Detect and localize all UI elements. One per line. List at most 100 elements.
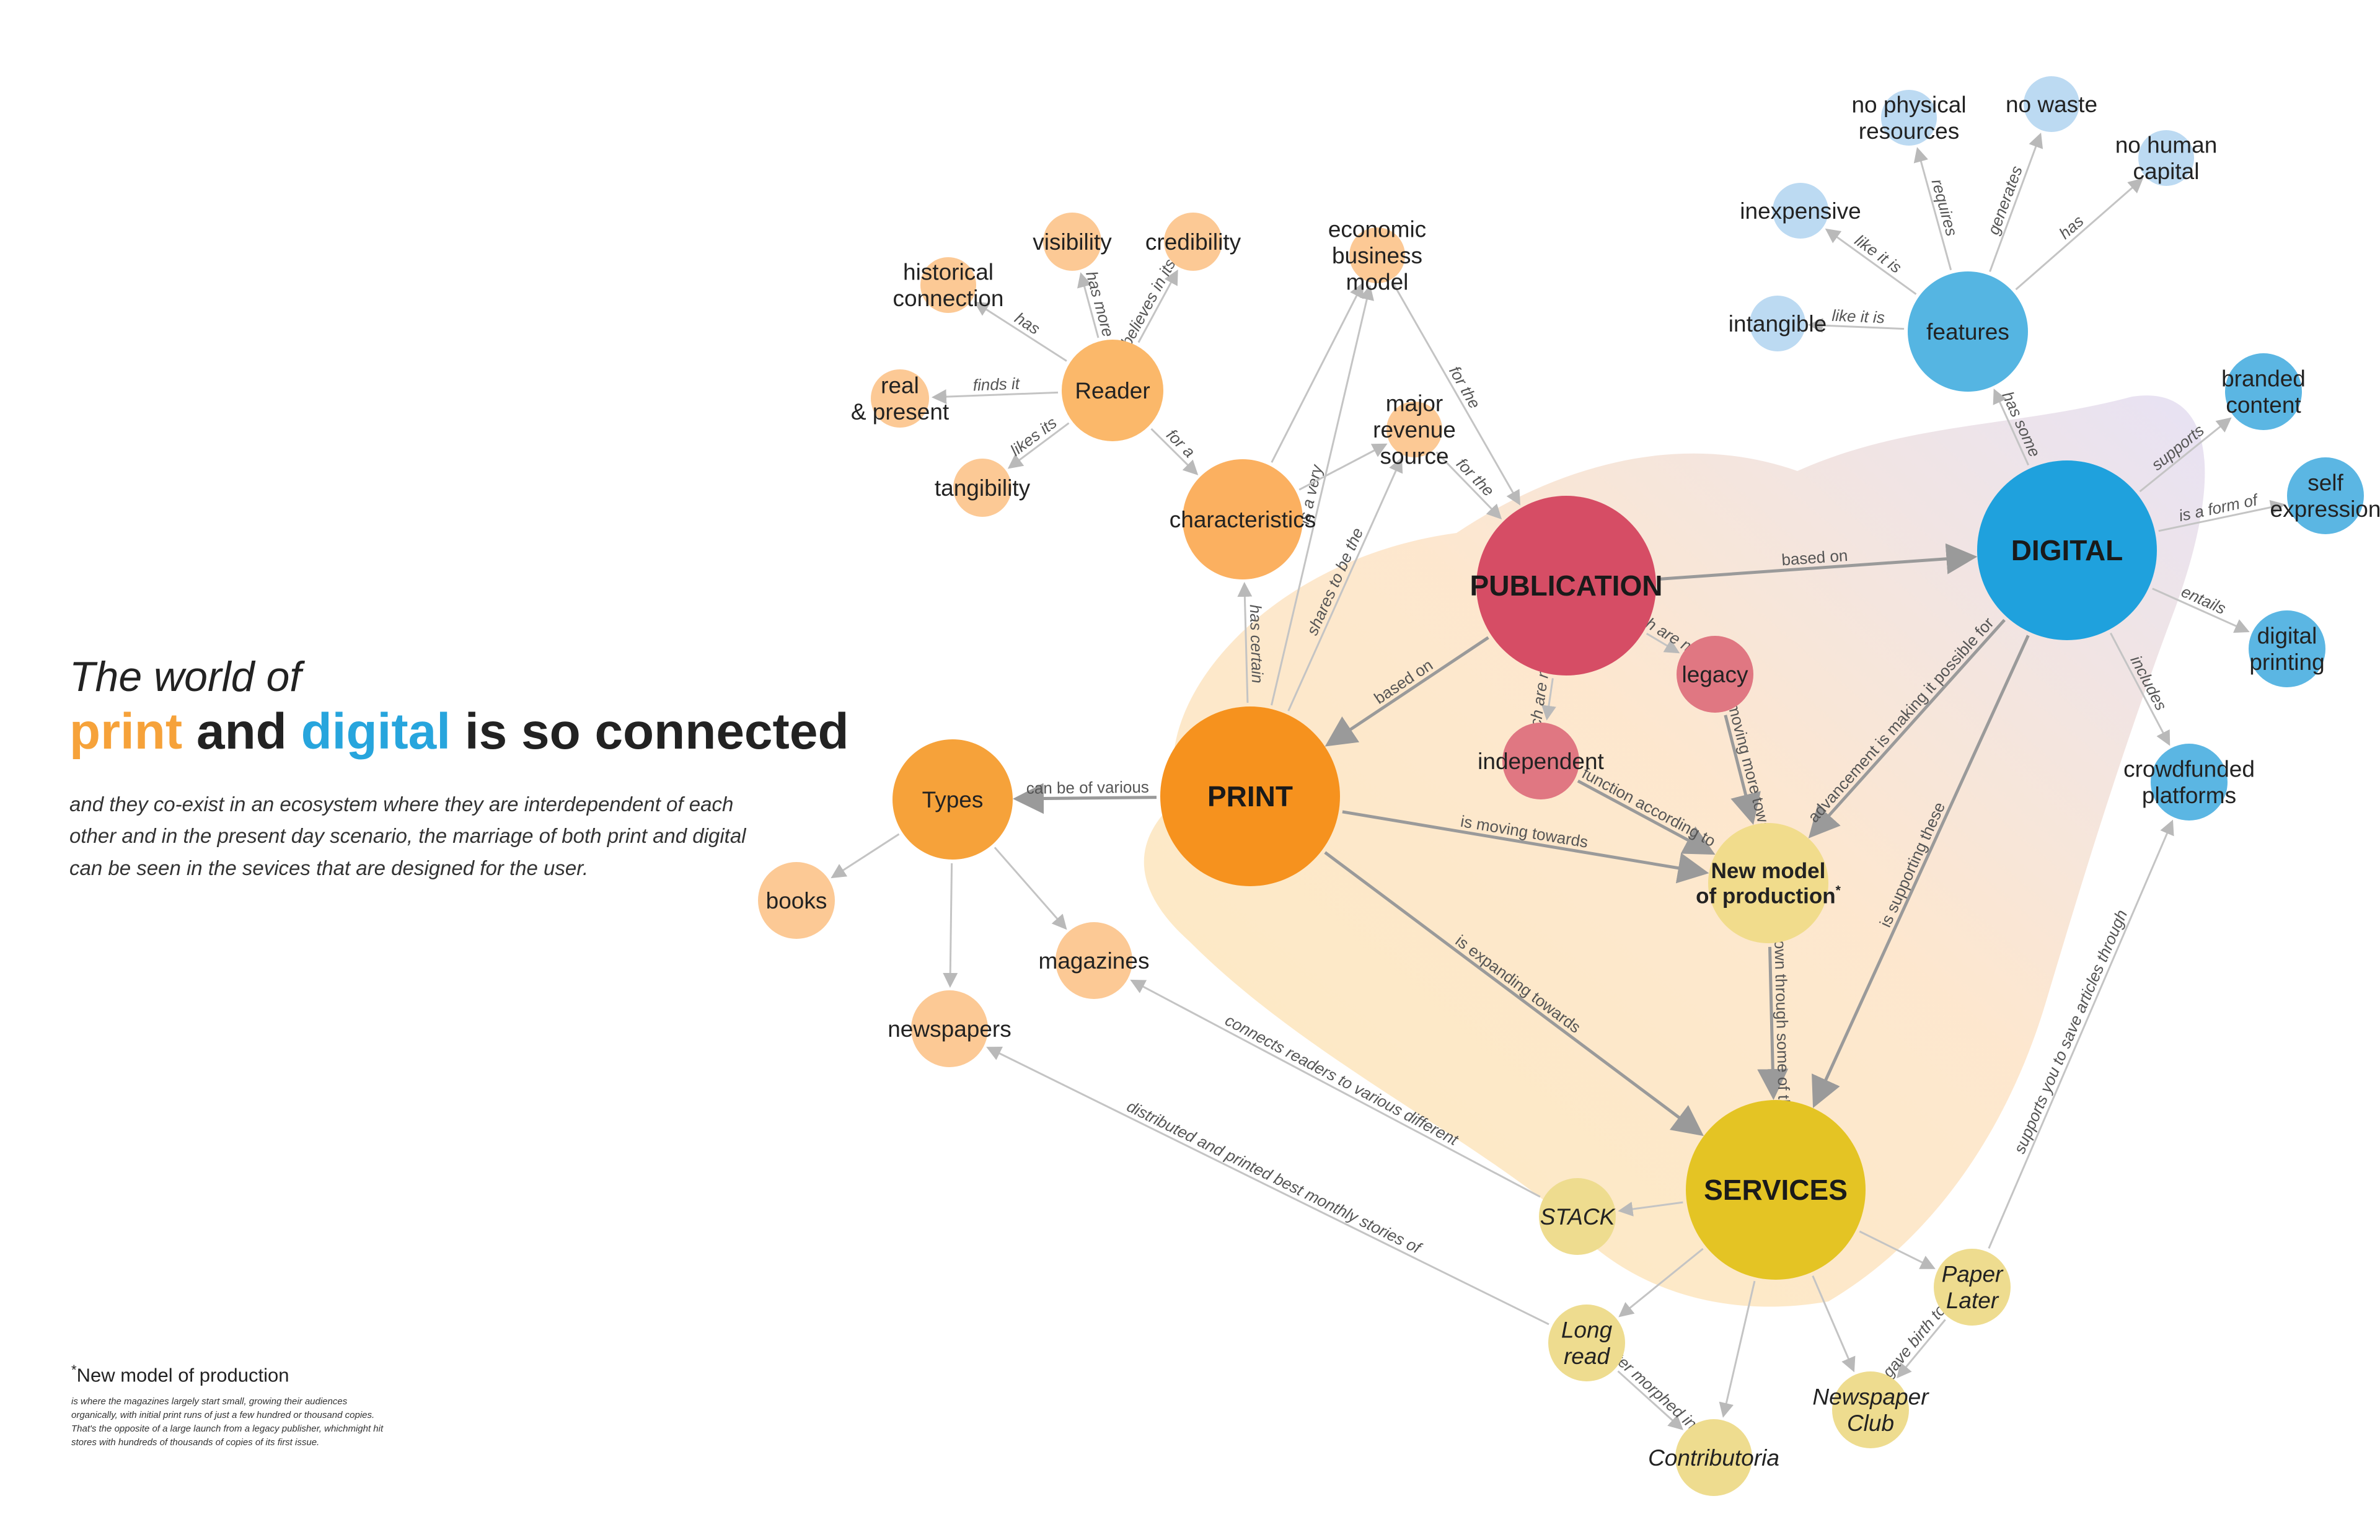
edge-types-magazines	[994, 847, 1067, 930]
edge-characteristics-revenue	[1298, 443, 1388, 491]
edge-publication-legacy	[1646, 633, 1680, 654]
node-types[interactable]: Types	[892, 739, 1013, 860]
node-label-books: books	[766, 888, 827, 913]
edge-label-paperlater-newspaperclub: gave birth to	[1879, 1301, 1949, 1381]
edge-services-newspaperclub	[1812, 1275, 1856, 1373]
node-nowaste[interactable]: no waste	[2006, 76, 2097, 132]
node-label-visibility: visibility	[1033, 229, 1112, 255]
node-circle-intangible	[1750, 296, 1805, 351]
edge-digital-features	[1993, 388, 2030, 466]
node-magazines[interactable]: magazines	[1039, 922, 1150, 999]
node-services[interactable]: SERVICES	[1686, 1100, 1866, 1280]
node-label-magazines: magazines	[1039, 948, 1150, 974]
node-books[interactable]: books	[758, 862, 835, 939]
edge-newmodel-services	[1757, 946, 1789, 1101]
node-label-nowaste: no waste	[2006, 92, 2097, 117]
footnote-marker: *	[71, 1362, 77, 1378]
node-label-credibility: credibility	[1145, 229, 1241, 255]
node-circle-newspapers	[911, 990, 988, 1067]
node-newspapers[interactable]: newspapers	[888, 990, 1011, 1067]
node-circle-revenue	[1386, 402, 1442, 457]
node-credibility[interactable]: credibility	[1145, 213, 1241, 271]
node-circle-economic	[1349, 227, 1405, 283]
edge-features-nophysical	[1913, 147, 1952, 271]
edge-print-revenue	[1287, 457, 1403, 711]
edge-label-publication-digital: based on	[1781, 546, 1848, 569]
edge-paperlater-crowd	[1988, 819, 2174, 1249]
node-label-print: PRINT	[1207, 780, 1293, 812]
edge-characteristics-economic	[1271, 282, 1364, 463]
node-circle-publication	[1476, 496, 1656, 675]
node-circle-nohuman	[2138, 130, 2194, 186]
heading-line-1: The world of	[69, 653, 302, 700]
edge-services-paperlater	[1859, 1230, 1936, 1269]
edge-print-services	[1324, 851, 1704, 1137]
node-circle-digital	[1977, 460, 2157, 640]
node-label-tangibility: tangibility	[935, 475, 1031, 501]
heading-description: and they co-exist in an ecosystem where …	[69, 793, 746, 879]
edge-label-print-characteristics: has certain	[1246, 604, 1267, 684]
edge-legacy-newmodel	[1724, 715, 1761, 825]
edge-services-contributoria	[1719, 1280, 1756, 1418]
node-digital[interactable]: DIGITAL	[1977, 460, 2157, 640]
node-inexpensive[interactable]: inexpensive	[1740, 183, 1861, 239]
node-legacy[interactable]: legacy	[1677, 636, 1753, 713]
heading-rest: is so connected	[464, 703, 849, 760]
node-characteristics[interactable]: characteristics	[1170, 459, 1316, 579]
node-circle-branded	[2225, 353, 2302, 430]
node-publication[interactable]: PUBLICATION	[1470, 496, 1663, 675]
edge-digital-digprint	[2152, 587, 2250, 633]
node-visibility[interactable]: visibility	[1033, 213, 1112, 271]
node-circle-realpresent	[871, 369, 929, 428]
node-circle-independent	[1502, 723, 1579, 799]
node-stack[interactable]: STACK	[1539, 1178, 1616, 1255]
node-circle-nophysical	[1881, 90, 1937, 146]
node-contributoria[interactable]: Contributoria	[1648, 1419, 1779, 1496]
node-circle-nowaste	[2024, 76, 2079, 132]
edge-reader-visibility	[1077, 272, 1100, 338]
edge-reader-characteristics	[1150, 428, 1199, 475]
node-print[interactable]: PRINT	[1160, 706, 1340, 886]
edge-economic-publication	[1392, 282, 1520, 506]
edge-digital-newmodel	[1808, 618, 2006, 838]
edge-print-economic	[1271, 284, 1374, 706]
node-tangibility[interactable]: tangibility	[935, 459, 1031, 517]
edge-label-digital-digprint: entails	[2179, 582, 2229, 618]
edge-label-features-nohuman: has	[2055, 211, 2087, 242]
edge-features-nohuman	[2015, 178, 2144, 291]
node-realpresent[interactable]: real& present	[851, 369, 950, 428]
node-independent[interactable]: independent	[1478, 723, 1605, 799]
edge-longread-newspapers	[986, 1047, 1549, 1326]
node-features[interactable]: features	[1908, 271, 2028, 392]
node-circle-selfexp	[2287, 457, 2364, 534]
node-circle-digprint	[2249, 610, 2325, 687]
edge-features-nowaste	[1989, 132, 2043, 272]
node-intangible[interactable]: intangible	[1729, 296, 1827, 351]
node-reader[interactable]: Reader	[1062, 340, 1163, 441]
edge-label-reader-credibility: believes in its	[1117, 256, 1179, 350]
edge-services-stack	[1618, 1201, 1683, 1217]
edge-digital-selfexp	[2158, 499, 2286, 532]
